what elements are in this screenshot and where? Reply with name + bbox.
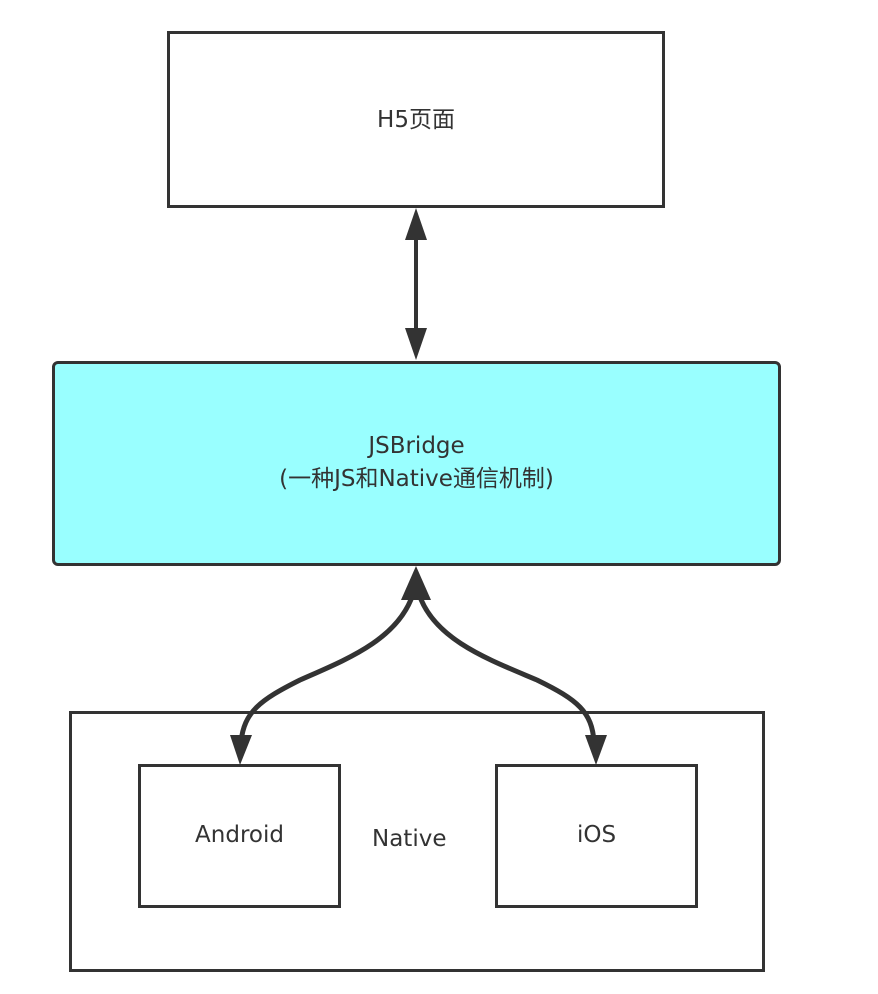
jsbridge-node: JSBridge (一种JS和Native通信机制): [52, 361, 781, 566]
arrowhead-ios-icon: [585, 735, 607, 765]
edge-h5-bridge: [405, 208, 427, 360]
android-node: Android: [138, 764, 341, 908]
edge-bridge-ios: [416, 593, 607, 765]
arrowhead-android-icon: [230, 735, 252, 765]
jsbridge-label: JSBridge (一种JS和Native通信机制): [55, 430, 778, 497]
arrowhead-up-icon: [405, 208, 427, 240]
h5-page-label: H5页面: [377, 107, 455, 133]
h5-page-node: H5页面: [167, 31, 665, 208]
jsbridge-title: JSBridge: [368, 433, 465, 459]
ios-node: iOS: [495, 764, 698, 908]
arrowhead-bridge-bottom-icon: [401, 566, 431, 600]
android-label: Android: [195, 822, 284, 848]
jsbridge-subtitle: (一种JS和Native通信机制): [279, 466, 554, 493]
arrowhead-down-icon: [405, 328, 427, 360]
ios-label: iOS: [576, 822, 617, 848]
edge-bridge-android: [230, 593, 416, 765]
native-label: Native: [372, 826, 447, 852]
